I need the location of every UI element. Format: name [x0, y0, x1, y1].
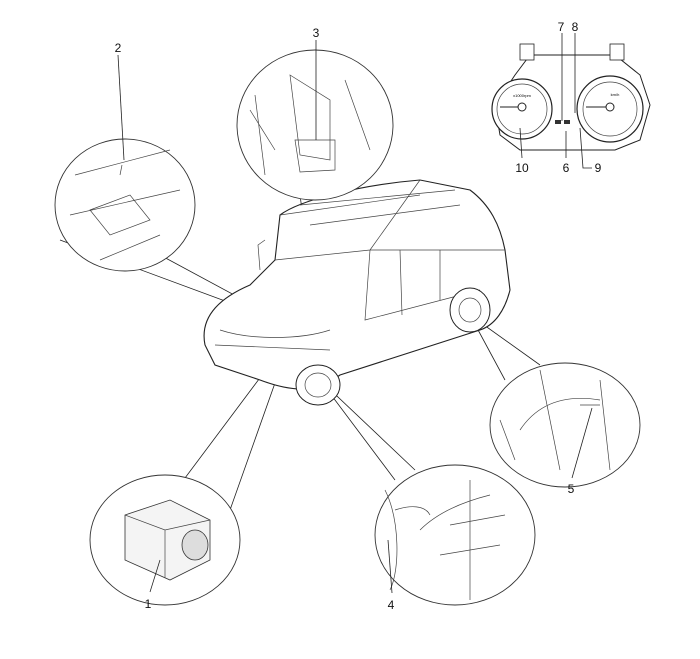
detail-bubble-ahu-sensor	[54, 138, 196, 272]
callout-7: 7	[558, 20, 565, 34]
tach-unit-text: x1000rpm	[513, 93, 531, 98]
detail-bubble-hecu	[89, 474, 241, 606]
callout-10: 10	[515, 161, 529, 175]
detail-bubble-yaw-sensor	[236, 49, 394, 201]
callout-5: 5	[568, 482, 575, 496]
detail-bubble-rear-wheel-sensor	[489, 362, 641, 488]
callout-3: 3	[313, 26, 320, 40]
instrument-cluster: x1000rpm km/h	[491, 43, 651, 151]
callout-4: 4	[388, 598, 395, 612]
callout-8: 8	[572, 20, 579, 34]
callout-9: 9	[595, 161, 602, 175]
callout-6: 6	[563, 161, 570, 175]
callout-2: 2	[115, 41, 122, 55]
vehicle-illustration	[203, 179, 511, 406]
speed-unit-text: km/h	[611, 92, 620, 97]
detail-bubble-front-wheel-sensor	[374, 464, 536, 606]
callout-labels: 1 2 3 4 5 6 7 8 9 10	[115, 20, 602, 612]
callout-1: 1	[145, 597, 152, 611]
callout-pointers	[117, 33, 593, 594]
